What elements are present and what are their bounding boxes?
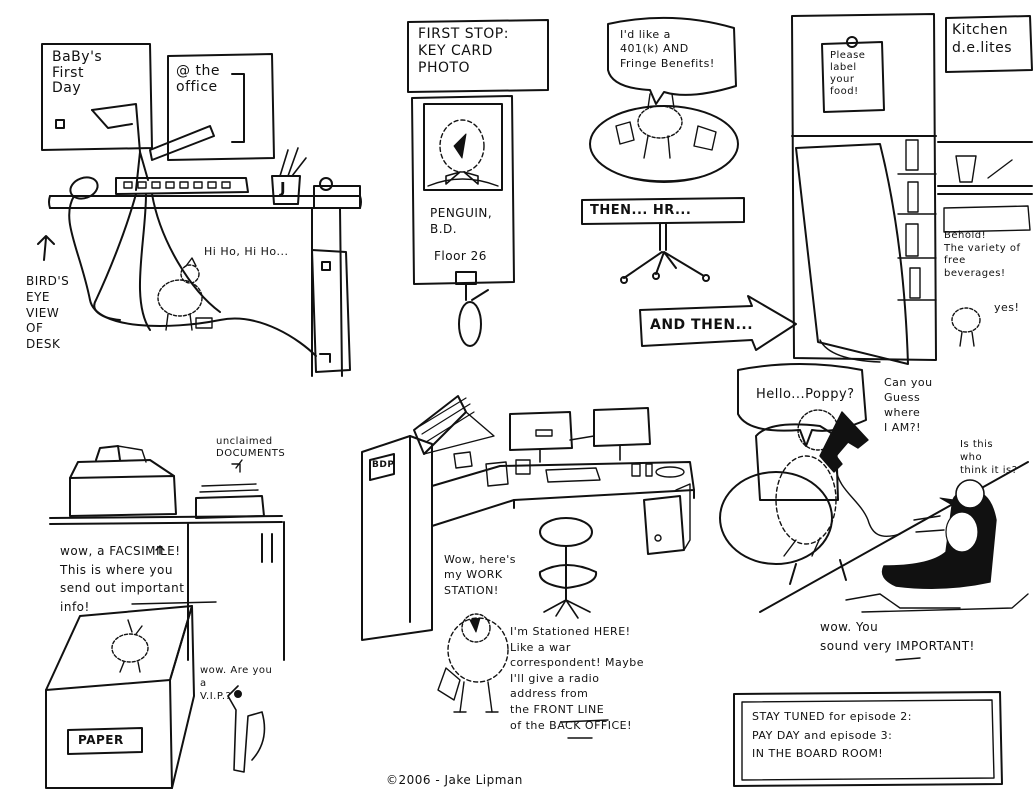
panel-4-fax [45,445,285,789]
panel-1-desk [37,43,362,377]
unclaimed-documents: unclaimed DOCUMENTS [216,436,286,459]
paper-box-label: PAPER [78,733,124,747]
yes-exclaim: yes! [994,301,1020,314]
at-the-office-sign: @ the office [176,63,220,95]
card-floor: Floor 26 [434,249,487,263]
panel-5-workstation [361,395,695,713]
first-stop-title: FIRST STOP: KEY CARD PHOTO [418,26,509,77]
very-important-caption: wow. You sound very IMPORTANT! [820,620,975,653]
panel-2-keycard [407,16,745,347]
stay-tuned-text: STAY TUNED for episode 2: PAY DAY and ep… [752,710,912,761]
hi-ho-dialog: Hi Ho, Hi Ho... [204,245,289,258]
benefits-bubble: I'd like a 401(k) AND Fringe Benefits! [620,28,715,70]
beverages-caption: Behold! The variety of free beverages! [944,230,1021,279]
stay-tuned-box [733,691,1003,787]
kitchen-title: Kitchen d.e.lites [952,22,1013,56]
and-then-arrow [639,295,797,351]
guess-where-caption: Can you Guess where I AM?! [884,376,933,434]
work-station-caption: Wow, here's my WORK STATION! [444,553,516,597]
facsimile-caption: wow, a FACSIMILE! This is where you send… [60,544,185,614]
then-hr-sign: THEN... HR... [590,203,692,218]
stationed-caption: I'm Stationed HERE! Like a war correspon… [510,625,645,732]
vip-caption: wow. Are you a V.I.P.? [200,665,273,702]
panel-6-phonecall [719,363,1029,613]
is-this-caption: Is this who think it is? [960,439,1018,476]
mug-letter: J [280,179,287,197]
and-then-label: AND THEN... [650,317,754,333]
hello-poppy-bubble: Hello...Poppy? [756,387,855,402]
baby-first-day-sign: BaBy's First Day [52,49,103,97]
birds-eye-caption: BIRD'S EYE VIEW OF DESK [26,274,70,352]
fridge-note: Please label your food! [830,50,866,97]
card-name: PENGUIN, B.D. [430,206,493,236]
copyright-signature: ©2006 - Jake Lipman [386,773,523,787]
cube-nameplate: BDP [372,460,395,470]
panel-3-kitchen [791,13,1033,365]
